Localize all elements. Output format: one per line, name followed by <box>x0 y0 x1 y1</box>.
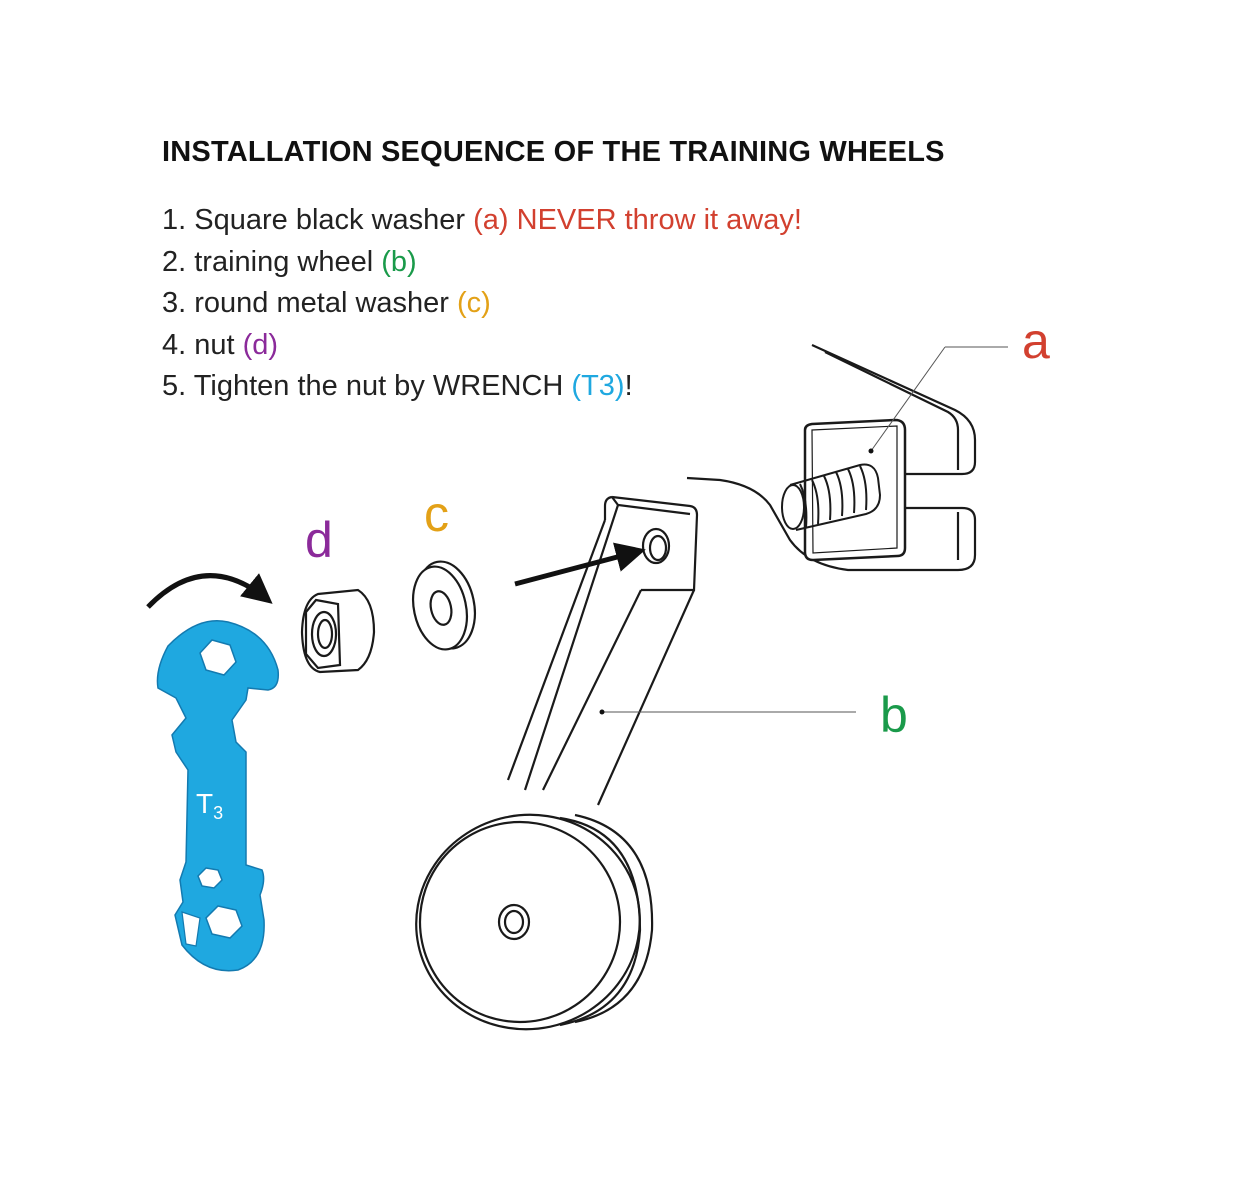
insert-arrow-icon <box>514 542 646 587</box>
label-d: d <box>305 512 333 568</box>
rotation-arrow-icon <box>146 573 273 609</box>
label-c: c <box>424 486 449 542</box>
bolt-thread <box>781 463 882 531</box>
step-3: 3. round metal washer (c) <box>162 283 802 325</box>
nut-d <box>300 588 376 674</box>
leader-line-a <box>868 346 1008 454</box>
step-text: round metal washer <box>194 287 457 319</box>
step-4: 4. nut (d) <box>162 325 802 367</box>
bike-frame-dropout <box>686 343 977 572</box>
square-washer-a <box>803 418 907 562</box>
step-warning: NEVER throw it away! <box>508 204 802 236</box>
label-b: b <box>880 687 908 743</box>
training-wheel-b <box>415 495 699 1031</box>
wrench-label-sub: 3 <box>213 803 223 823</box>
step-ref-t3: (T3) <box>571 370 625 402</box>
label-a: a <box>1022 313 1050 369</box>
step-number: 2. <box>162 245 187 278</box>
step-text: Square black washer <box>194 204 474 236</box>
step-ref-d: (d) <box>242 328 279 361</box>
step-number: 3. <box>162 287 187 319</box>
leader-line-b <box>599 709 856 715</box>
round-washer-c <box>412 560 476 651</box>
wrench-t3-icon <box>156 620 280 972</box>
step-number: 1. <box>162 204 187 236</box>
step-5: 5. Tighten the nut by WRENCH (T3)! <box>162 366 802 408</box>
step-text: training wheel <box>194 245 382 278</box>
instruction-list: 1. Square black washer (a) NEVER throw i… <box>162 200 802 408</box>
step-exclamation: ! <box>624 370 633 402</box>
step-1: 1. Square black washer (a) NEVER throw i… <box>162 200 802 242</box>
step-ref-c: (c) <box>457 287 491 319</box>
step-ref-a: (a) <box>473 204 509 236</box>
wrench-label-t: T <box>196 788 213 819</box>
step-2: 2. training wheel (b) <box>162 242 802 284</box>
step-text: nut <box>194 328 243 361</box>
step-number: 5. <box>162 370 187 402</box>
step-text: Tighten the nut by WRENCH <box>193 370 572 402</box>
diagram-title: INSTALLATION SEQUENCE OF THE TRAINING WH… <box>162 136 945 168</box>
step-number: 4. <box>162 328 187 361</box>
wrench-label: T3 <box>196 788 223 823</box>
step-ref-b: (b) <box>381 245 417 278</box>
